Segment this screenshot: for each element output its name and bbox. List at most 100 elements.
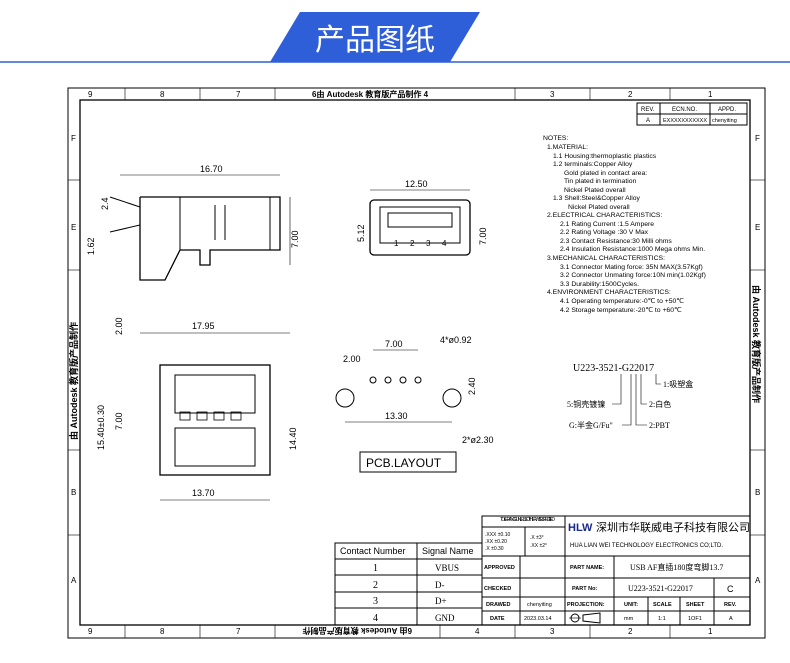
drawed-label: DRAWED [486,602,510,608]
signal-header: Signal Name [422,546,474,556]
part-no: U223-3521-G22017 [628,584,693,593]
col-label: 2 [628,627,633,636]
rev-value: A [729,616,733,622]
rev-value: A [646,118,650,124]
col-label: 1 [708,90,713,99]
company-name-en: HUA LIAN WEI TECHNOLOGY ELECTRONICS CO;L… [570,543,723,549]
note-line: 1.1 Housing:thermoplastic plastics [553,153,657,160]
approved-label: APPROVED [484,565,515,571]
note-line: NOTES: [543,135,568,142]
col-label: 8 [160,90,165,99]
size-code: C [727,584,734,594]
legend-item: 2:白色 [649,399,671,409]
rev-header: REV. [641,107,655,113]
pin-label: 2 [410,239,415,248]
appd-header: APPD. [718,107,736,113]
unit-value: mm [624,616,634,622]
pin-label: 4 [442,239,447,248]
tolerance: .XX ±2° [530,543,547,549]
signal-name: GND [435,613,455,623]
dim-side-width: 16.70 [200,164,223,174]
col-label: 4 [475,627,480,636]
projection-symbol-icon [569,612,601,624]
note-line: 3.MECHANICAL CHARACTERISTICS: [547,255,665,262]
title-block: TOLERANCE UNLESS OTHERWISE SPECIFIED .XX… [481,515,751,626]
projection-label: PROJECTION: [567,602,605,608]
row-label: B [71,488,76,497]
note-line: 1.2 terminals:Copper Alloy [553,161,633,168]
ecn-value: EXXXXXXXXXXX [663,118,707,124]
pcb-layout: 7.00 2.00 4*ø0.92 2.40 13.30 2*ø2.30 PCB… [335,335,494,473]
top-view: 17.95 2.00 15.40±0.30 7.00 14.40 13.70 [96,317,298,501]
row-label: E [71,223,76,232]
dim-pcb-b: 2.40 [467,377,477,395]
contact-number: 3 [373,596,378,607]
column-labels-bottom: 9 8 7 6由 Autodesk 教育版产品制作 4 3 2 1 [88,626,713,636]
note-line: 3.3 Durability:1500Cycles. [560,281,639,288]
legend-item: G:半金G/Fu" [569,420,613,430]
dim-top-b: 7.00 [114,412,124,430]
note-line: Gold plated in contact area: [564,170,647,177]
checked-label: CHECKED [484,586,511,592]
rev-label: REV. [724,602,737,608]
part-no-label: PART No: [572,586,597,592]
note-line: 2.3 Contact Resistance:30 Milli ohms [560,238,672,245]
column-labels-top: 9 8 7 6由 Autodesk 教育版产品制作 4 3 2 1 [88,89,713,99]
ecn-header: ECN.NO. [672,107,697,113]
note-line: 2.2 Rating Voltage :30 V Max [560,229,649,236]
col-label: 3 [550,627,555,636]
col-label: 7 [236,90,241,99]
company-logo: HLW [568,522,593,534]
legend-item: 1:吸塑盒 [663,379,693,389]
note-line: Nickel Plated overall [564,187,626,194]
note-line: 1.3 Shell:Steel&Copper Alloy [553,195,641,202]
dim-top-width: 17.95 [192,321,215,331]
note-line: 2.1 Rating Current :1.5 Ampere [560,221,654,228]
note-line: Nickel Plated overall [568,204,630,211]
pcb-layout-label: PCB.LAYOUT [366,456,442,470]
tolerance-title: TOLERANCE UNLESS OTHERWISE SPECIFIED [500,517,555,523]
unit-label: UNIT: [624,602,638,608]
tolerance: .XXX ±0.10 [485,532,510,538]
contact-number: 1 [373,563,378,574]
dim-top-bottom-width: 13.70 [192,488,215,498]
dim-pcb-a: 2.00 [343,354,361,364]
revision-table: REV. ECN.NO. APPD. A EXXXXXXXXXXX chenyi… [636,102,748,126]
side-watermark-left: 由 Autodesk 教育版产品制作 [68,322,79,440]
row-label: F [71,134,76,143]
row-label: E [755,223,760,232]
dim-front-width: 12.50 [405,179,428,189]
note-line: 2.4 Insulation Resistance:1000 Mega ohms… [560,246,705,253]
dim-pcb-width: 13.30 [385,411,408,421]
note-line: 3.1 Connector Mating force: 35N MAX(3.57… [560,264,703,271]
col-label: 3 [550,90,555,99]
part-name: USB AF直插180度弯脚13.7 [630,562,723,572]
tolerance: .X ±0.30 [485,546,504,552]
front-view: 12.50 1 2 3 4 5.12 7.00 [356,179,488,256]
col-label: 9 [88,90,93,99]
col-label: 7 [236,627,241,636]
row-label: B [755,488,760,497]
side-view: 16.70 2.4 1.62 7.00 [86,164,300,281]
note-line: Tin plated in termination [564,178,637,185]
sheet-value: 1OF1 [688,616,702,622]
row-label: F [755,134,760,143]
note-line: 3.2 Connector Unmating force:10N min(1.0… [560,272,706,279]
dim-front-h: 5.12 [356,224,366,242]
legend-item: 5:铜壳镀镍 [567,399,605,409]
side-watermark-right: 由 Autodesk 教育版产品制作 [751,285,762,403]
outer-border [67,87,766,639]
part-code-legend: U223-3521-G22017 1:吸塑盒 5:铜壳镀镍 2:白色 G:半金G… [567,363,693,430]
appd-value: chenyiting [712,118,737,124]
frame-ticks [68,88,765,638]
signal-name: VBUS [435,563,459,573]
tolerance: .X ±3° [530,535,544,541]
dim-pcb-hole: 4*ø0.92 [440,335,472,345]
company-name-cn: 深圳市华联威电子科技有限公司 [596,520,750,534]
dim-top-height: 15.40±0.30 [96,405,106,450]
date-label: DATE [490,616,505,622]
scale-value: 1:1 [658,616,666,622]
dim-pcb-pitch: 7.00 [385,339,403,349]
